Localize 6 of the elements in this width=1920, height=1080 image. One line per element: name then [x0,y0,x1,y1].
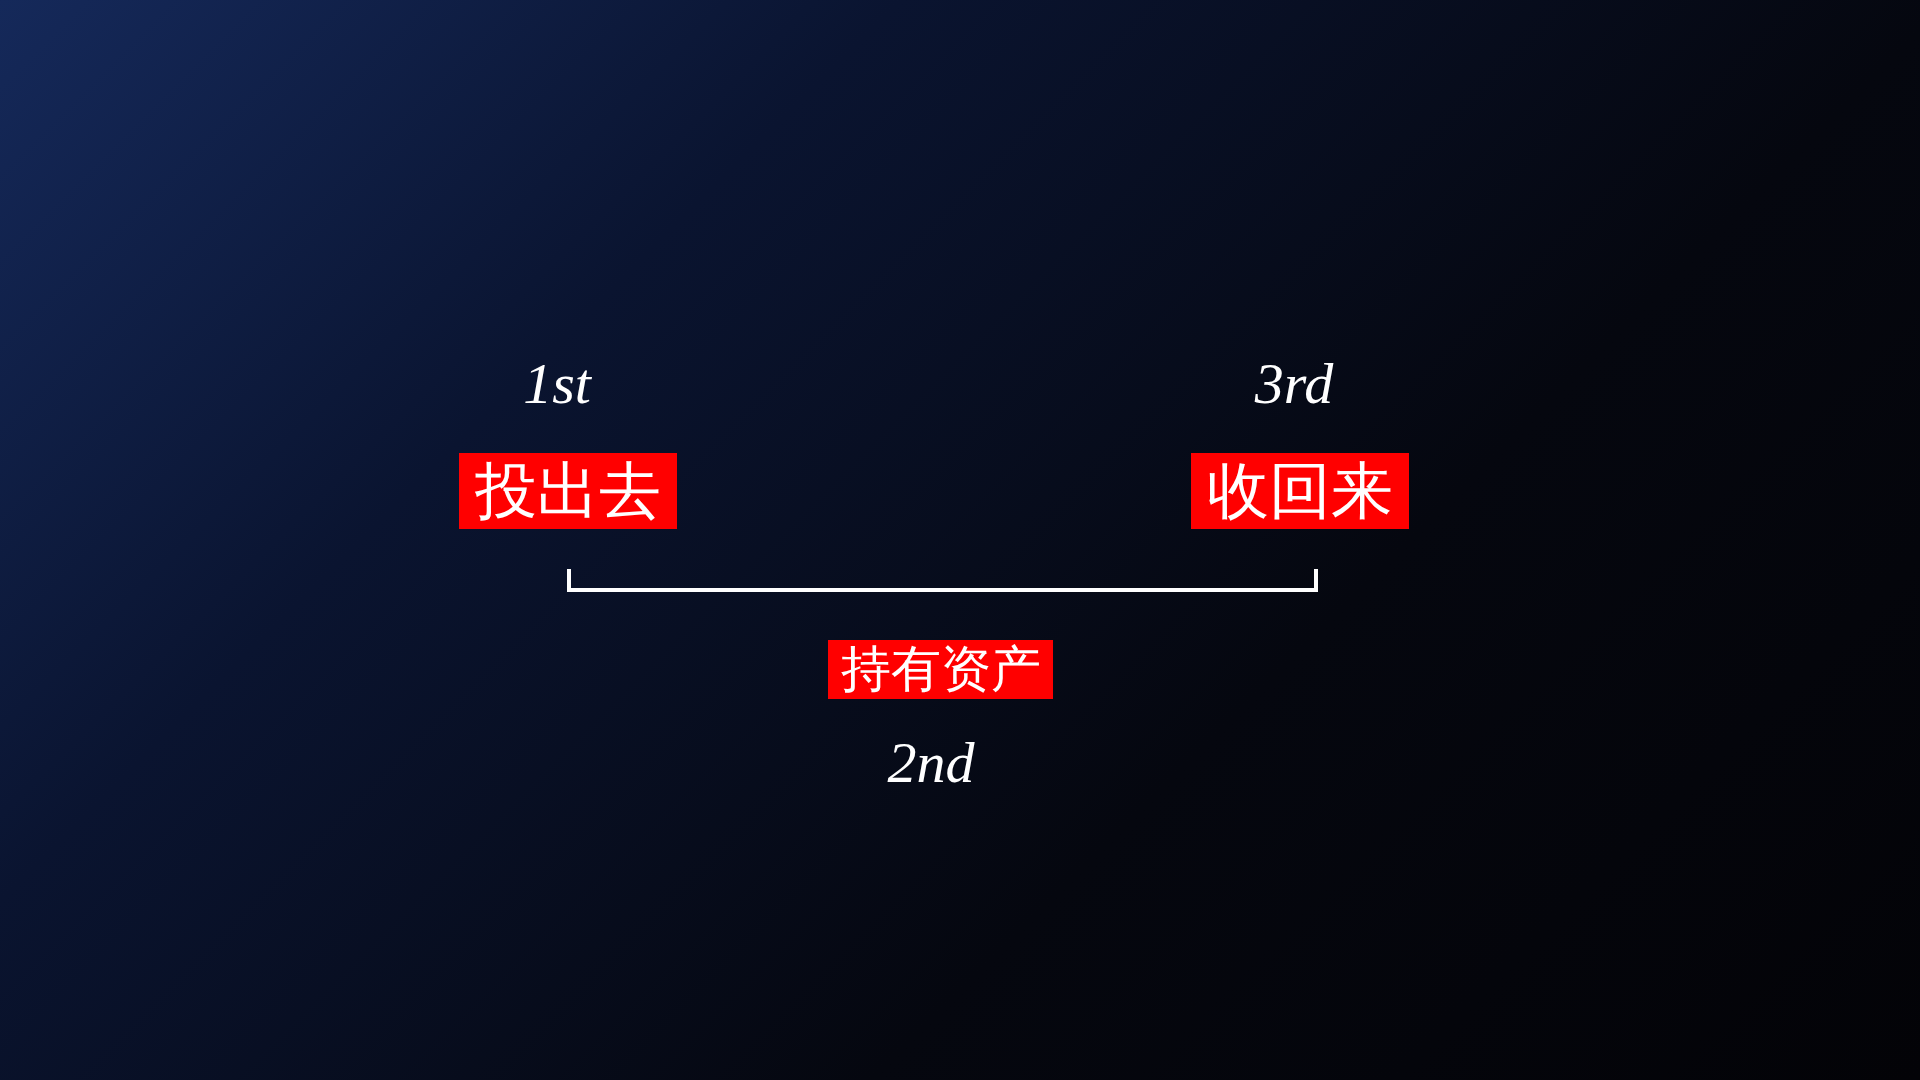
step-label: 2nd [887,728,975,796]
label-box: 收回来 [1191,453,1409,529]
label-box: 投出去 [459,453,677,529]
step-label: 3rd [1254,349,1334,417]
step-label: 1st [523,349,591,417]
label-box: 持有资产 [828,640,1053,699]
